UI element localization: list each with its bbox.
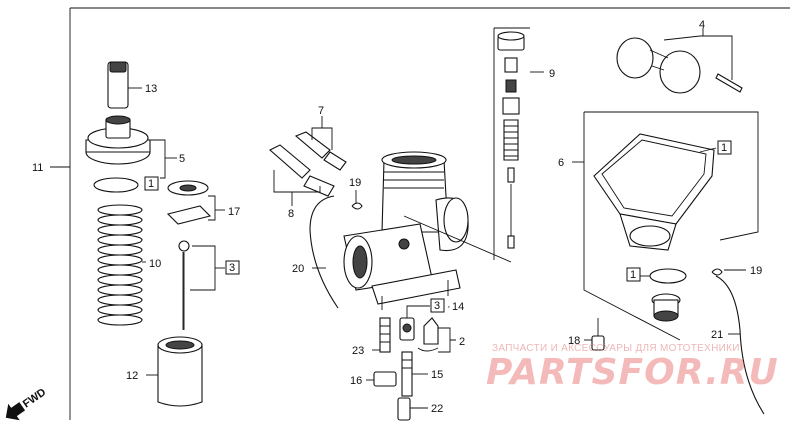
part-14-main-jet — [399, 317, 415, 341]
part-5-top-cap — [85, 115, 151, 165]
callout-19-a: 19 — [349, 177, 361, 189]
frame-6-lower — [583, 112, 681, 341]
callout-5: 5 — [179, 153, 185, 165]
fwd-label: FWD — [21, 386, 48, 410]
part-o-ring-cap — [93, 177, 139, 193]
callout-10: 10 — [149, 258, 161, 270]
callout-9: 9 — [549, 68, 555, 80]
part-22-plug — [397, 397, 411, 421]
frame-9-column — [493, 27, 530, 260]
part-7-pilot-screw — [294, 131, 347, 171]
callout-2: 2 — [459, 336, 465, 348]
boxed-ref-1-b-label: 1 — [721, 142, 727, 154]
boxed-ref-3 — [225, 260, 240, 275]
part-13-cap-rubber — [107, 61, 142, 109]
boxed-ref-3-label: 3 — [229, 262, 235, 274]
leader-body-to-9 — [403, 215, 512, 263]
callout-4: 4 — [699, 19, 705, 31]
boxed-ref-1-b — [717, 140, 732, 155]
part-17-needle-clip-plate — [166, 180, 212, 225]
watermark-tagline: ЗАПЧАСТИ И АКСЕССУАРЫ ДЛЯ МОТОТЕХНИКИ — [492, 343, 740, 354]
callout-14-label: 14 — [452, 301, 464, 313]
part-9-jet-stack — [497, 31, 525, 249]
frame-6-bracket — [584, 111, 759, 241]
part-19-hose-clip-a — [351, 202, 363, 210]
part-o-ring-bowl — [649, 268, 687, 284]
callout-7: 7 — [318, 105, 324, 117]
part-19-hose-clip-b — [711, 268, 723, 276]
part-6-float-bowl — [593, 133, 715, 251]
leader-5 — [150, 139, 166, 179]
part-carburetor-body — [343, 151, 469, 310]
part-10-throttle-spring — [97, 204, 143, 326]
callout-21: 21 — [711, 329, 723, 341]
part-4-float — [616, 37, 743, 94]
leader-4 — [663, 35, 733, 80]
callout-12: 12 — [126, 370, 138, 382]
callout-20: 20 — [292, 263, 304, 275]
callout-19-b: 19 — [750, 265, 762, 277]
callout-11: 11 — [32, 162, 43, 174]
part-18-drain-screw — [591, 318, 605, 351]
part-3-jet-needle — [178, 240, 190, 330]
boxed-ref-1-a — [144, 176, 159, 191]
boxed-ref-3-b — [430, 298, 445, 313]
part-drain-plug — [651, 293, 681, 322]
leader-17 — [208, 195, 216, 221]
callout-18: 18 — [568, 335, 580, 347]
part-15-jet-holder — [401, 351, 413, 397]
part-2-float-valve — [417, 317, 439, 352]
leader-2 — [438, 327, 456, 353]
boxed-ref-1-c — [626, 267, 641, 282]
leader-3 — [190, 245, 216, 291]
part-21-vent-tube — [715, 275, 765, 415]
callout-22: 22 — [431, 403, 443, 415]
part-23-slow-jet — [379, 317, 391, 353]
part-8-throttle-stop-screw — [269, 144, 335, 197]
callout-8: 8 — [288, 208, 294, 220]
fwd-arrow-icon — [5, 402, 26, 421]
part-12-throttle-valve — [157, 336, 203, 407]
boxed-ref-3-b-label: 3 — [434, 300, 440, 312]
boxed-ref-1-a-label: 1 — [148, 178, 154, 190]
callout-16: 16 — [350, 375, 362, 387]
watermark-logo: PARTSFOR.RU — [486, 352, 779, 393]
callout-17: 17 — [228, 206, 240, 218]
boxed-ref-1-c-label: 1 — [630, 269, 636, 281]
part-16-needle-jet — [373, 371, 397, 387]
callout-15: 15 — [431, 369, 443, 381]
callout-6: 6 — [558, 157, 564, 169]
leader-8 — [273, 170, 321, 193]
callout-23: 23 — [352, 345, 364, 357]
callout-13: 13 — [145, 83, 157, 95]
leader-14 — [406, 305, 430, 318]
leader-1-bowl — [699, 147, 717, 153]
part-20-drain-tube — [309, 195, 339, 309]
callout-14: · — [447, 301, 451, 313]
